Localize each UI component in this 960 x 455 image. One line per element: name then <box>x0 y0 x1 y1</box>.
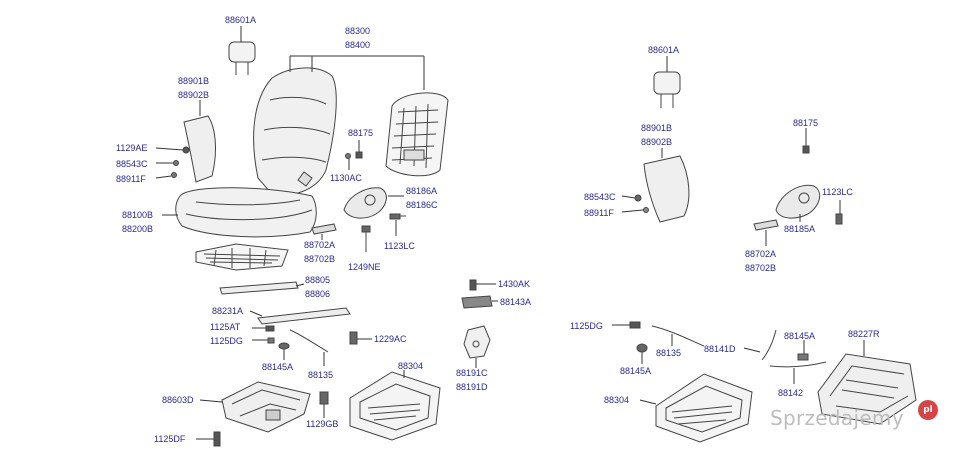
headrest-left <box>228 26 256 75</box>
label-1125df: 1125DF <box>154 434 186 444</box>
bracket-88191 <box>463 325 491 368</box>
label-88901b-right: 88901B <box>641 123 673 133</box>
lever-88702-right <box>753 219 779 246</box>
screw-1123lc-left <box>389 213 406 236</box>
clip-88145a-right-2 <box>797 340 809 361</box>
clip-88145a-right-1 <box>636 343 648 364</box>
label-88141d: 88141D <box>704 344 736 354</box>
label-88145a-right-bottom: 88145A <box>620 366 652 376</box>
label-88186a: 88186A <box>406 186 438 196</box>
label-88143a: 88143A <box>500 297 532 307</box>
seat-back-left <box>253 55 425 196</box>
screw-1430ak <box>469 279 496 291</box>
label-88805: 88805 <box>305 275 331 285</box>
label-88601a-right: 88601A <box>648 45 680 55</box>
watermark-badge: pl <box>918 400 938 420</box>
label-88100b: 88100B <box>122 210 154 220</box>
screw-1123lc-right <box>835 200 843 225</box>
label-1430ak: 1430AK <box>498 279 531 289</box>
cable-88135-right <box>651 325 705 347</box>
bolt-88175-right <box>802 128 810 154</box>
label-88400: 88400 <box>345 40 371 50</box>
screws-left <box>155 146 190 179</box>
label-88304-right: 88304 <box>604 395 630 405</box>
label-88911f-left: 88911F <box>116 174 146 184</box>
label-88186c: 88186C <box>406 200 438 210</box>
label-1125at: 1125AT <box>210 322 241 332</box>
bolt-1129gb-left <box>319 391 329 418</box>
side-trim-right <box>643 148 690 223</box>
label-88135-left: 88135 <box>308 370 334 380</box>
label-88902b-left: 88902B <box>178 90 210 100</box>
rail-88805-left <box>219 281 305 295</box>
side-trim-left <box>183 100 216 183</box>
seat-pan-88304-right <box>639 373 753 443</box>
label-88702a-right: 88702A <box>745 249 777 259</box>
watermark-text: Sprzedajemy <box>770 406 904 430</box>
label-88191d: 88191D <box>456 382 488 392</box>
recliner-cover-right <box>775 184 821 222</box>
label-88806: 88806 <box>305 289 331 299</box>
label-88185a: 88185A <box>784 224 816 234</box>
seat-cushion-left <box>162 187 317 238</box>
bolt-88175-left <box>345 140 363 170</box>
seat-pan-left <box>195 243 289 271</box>
label-1129ae: 1129AE <box>116 143 148 153</box>
screws-right <box>621 194 649 213</box>
label-88191c: 88191C <box>456 368 488 378</box>
rail-88231a-left <box>249 307 351 325</box>
recliner-cover-left <box>343 187 404 219</box>
label-88145a-left: 88145A <box>262 362 294 372</box>
label-88175-left: 88175 <box>348 128 374 138</box>
label-88231a: 88231A <box>212 306 244 316</box>
headrest-right <box>653 56 681 108</box>
label-88603d: 88603D <box>162 395 194 405</box>
seat-pan-88304-left <box>349 370 441 441</box>
label-88142: 88142 <box>778 388 804 398</box>
cable-88135-left <box>289 329 329 366</box>
label-88300: 88300 <box>345 26 371 36</box>
bolt-1249ne-left <box>361 225 371 252</box>
label-1125dg-right: 1125DG <box>570 321 603 331</box>
label-88702b-left: 88702B <box>304 254 336 264</box>
label-88911f-right: 88911F <box>584 208 614 218</box>
label-88702b-right: 88702B <box>745 263 777 273</box>
screw-1125dg-right <box>612 321 641 329</box>
label-1125dg-left: 1125DG <box>210 336 243 346</box>
bracket-88143a <box>461 295 498 309</box>
seat-adjuster-88227r <box>817 340 917 425</box>
screws-1125-left <box>252 325 275 344</box>
label-88902b-right: 88902B <box>641 137 673 147</box>
lever-88702-left <box>311 223 337 240</box>
label-88543c-left: 88543C <box>116 159 148 169</box>
label-1229ac: 1229AC <box>374 334 407 344</box>
bolt-1125df-left <box>196 431 221 447</box>
label-88304-left: 88304 <box>398 361 424 371</box>
label-1123lc-right: 1123LC <box>822 187 853 197</box>
label-88145a-right-top: 88145A <box>784 331 816 341</box>
seat-adjuster-88603d-left <box>199 381 311 433</box>
label-1130ac: 1130AC <box>330 173 362 183</box>
bolt-1229ac-left <box>349 331 372 345</box>
label-88200b: 88200B <box>122 224 154 234</box>
cable-88142-right <box>769 361 827 384</box>
cable-88141d-right <box>743 329 777 361</box>
label-88135-right: 88135 <box>656 348 682 358</box>
seat-back-frame-left <box>385 92 449 177</box>
label-88901b-left: 88901B <box>178 76 210 86</box>
label-1123lc-left: 1123LC <box>384 241 415 251</box>
label-88601a-left: 88601A <box>225 15 257 25</box>
label-88543c-right: 88543C <box>584 192 616 202</box>
label-88702a-left: 88702A <box>304 240 336 250</box>
label-88175-right: 88175 <box>793 118 819 128</box>
label-1129gb: 1129GB <box>306 419 339 429</box>
label-1249ne: 1249NE <box>348 262 381 272</box>
clip-88145a-left <box>278 342 290 360</box>
label-88227r: 88227R <box>848 329 880 339</box>
